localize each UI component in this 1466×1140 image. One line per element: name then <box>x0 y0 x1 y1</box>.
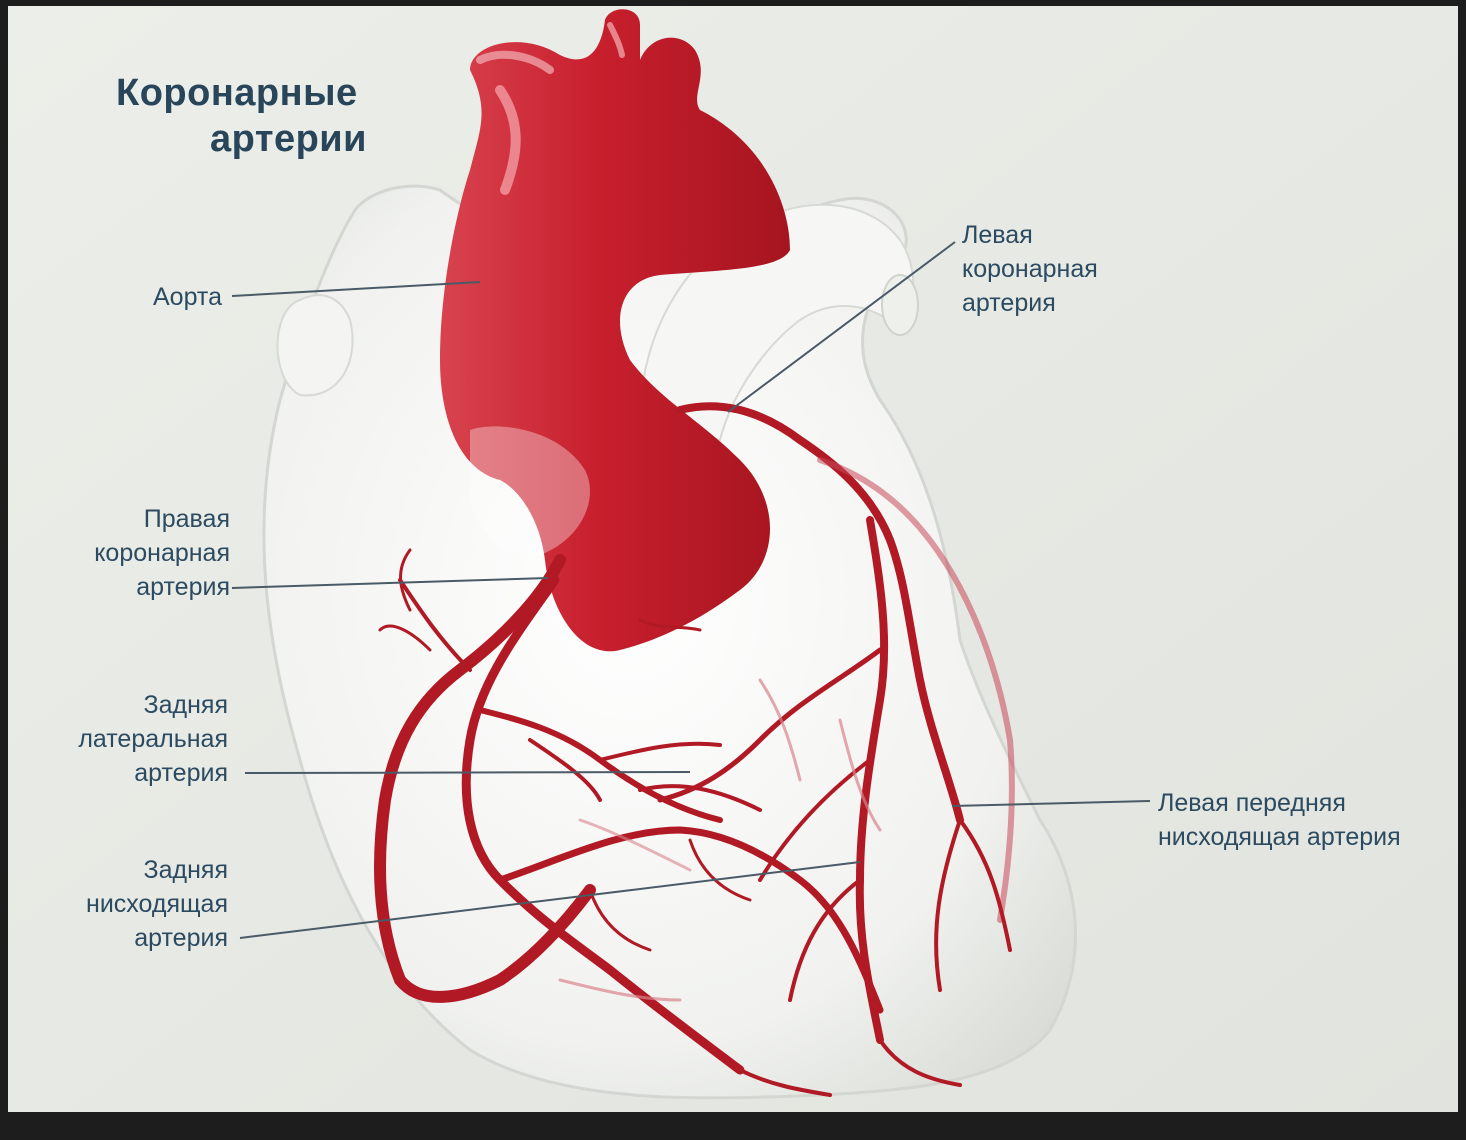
label-posterior-descending-line-2: нисходящая <box>20 887 228 921</box>
diagram-title-line-1: Коронарные <box>116 72 358 115</box>
label-right-coronary-line-1: Правая <box>40 502 230 536</box>
label-lad-line-2: нисходящая артерия <box>1158 820 1401 854</box>
leader-line-posterior-lateral <box>245 772 690 773</box>
label-posterior-descending-line-3: артерия <box>20 921 228 955</box>
label-posterior-descending-artery: Задняя нисходящая артерия <box>20 853 228 955</box>
label-left-coronary-artery: Левая коронарная артерия <box>962 218 1098 320</box>
label-posterior-lateral-artery: Задняя латеральная артерия <box>20 688 228 790</box>
label-right-coronary-line-3: артерия <box>40 570 230 604</box>
label-lad-line-1: Левая передняя <box>1158 786 1401 820</box>
diagram-title-line-2: артерии <box>210 118 367 161</box>
label-posterior-lateral-line-1: Задняя <box>20 688 228 722</box>
label-right-coronary-artery: Правая коронарная артерия <box>40 502 230 604</box>
label-left-coronary-line-2: коронарная <box>962 252 1098 286</box>
label-posterior-lateral-line-2: латеральная <box>20 722 228 756</box>
label-posterior-descending-line-1: Задняя <box>20 853 228 887</box>
label-right-coronary-line-2: коронарная <box>40 536 230 570</box>
label-posterior-lateral-line-3: артерия <box>20 756 228 790</box>
label-left-anterior-descending-artery: Левая передняя нисходящая артерия <box>1158 786 1401 854</box>
label-aorta-line-1: Аорта <box>110 280 222 314</box>
label-left-coronary-line-3: артерия <box>962 286 1098 320</box>
label-left-coronary-line-1: Левая <box>962 218 1098 252</box>
label-aorta: Аорта <box>110 280 222 314</box>
